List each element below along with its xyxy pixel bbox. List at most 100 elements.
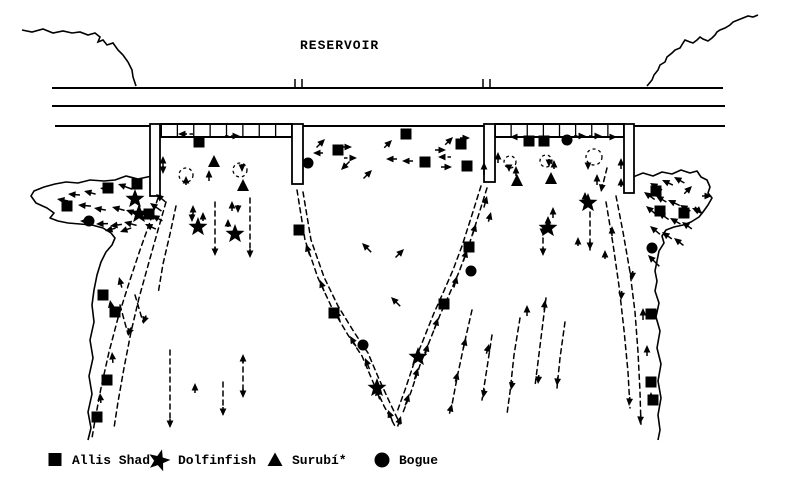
flow-arrow: [545, 159, 553, 167]
shoreline: [646, 14, 759, 87]
flow-arrow: [593, 174, 601, 185]
dam-pier: [483, 123, 496, 183]
allis-shad-marker: [647, 394, 659, 406]
flow-arrow: [441, 163, 452, 171]
flow-arrow: [166, 419, 174, 428]
dolfinfish-marker: [538, 218, 558, 237]
flow-arrow: [589, 132, 602, 140]
streamline: [302, 191, 401, 425]
flow-arrow: [444, 137, 453, 146]
flow-arrow: [494, 152, 502, 163]
flow-arrow: [480, 162, 488, 175]
allis-shad-marker: [645, 308, 657, 320]
eddy-icon: [178, 167, 194, 183]
flow-arrow: [362, 243, 372, 253]
flow-arrow: [470, 224, 477, 236]
flow-arrow: [118, 183, 133, 190]
flow-arrow: [142, 315, 149, 324]
flow-arrow: [438, 153, 451, 161]
flow-arrow: [224, 219, 232, 227]
flow-arrow: [319, 280, 326, 292]
dolfinfish-marker: [408, 347, 428, 366]
flow-arrow: [617, 178, 625, 187]
flow-arrow: [97, 393, 105, 404]
dolfinfish-marker: [125, 189, 145, 208]
allis-shad-marker: [131, 178, 143, 190]
streamline: [615, 195, 642, 427]
flow-arrow: [646, 206, 656, 215]
streamline: [605, 201, 631, 409]
flow-arrow: [403, 394, 410, 406]
bogue-marker: [83, 215, 95, 227]
flow-arrow: [584, 162, 592, 170]
flow-arrow: [574, 237, 582, 246]
allis-shad-marker: [193, 136, 205, 148]
streamline: [119, 304, 129, 335]
flow-arrow: [225, 132, 240, 140]
allis-shad-marker: [523, 135, 535, 147]
flow-arrow: [145, 224, 157, 231]
allis-shad-marker: [419, 156, 431, 168]
flow-arrow: [191, 383, 199, 393]
dam-pier: [291, 123, 304, 185]
bogue-marker: [465, 265, 477, 277]
allis-shad-marker: [101, 374, 113, 386]
flow-arrow: [505, 164, 513, 172]
surubi-marker: [237, 179, 249, 191]
dolfinfish-marker: [367, 378, 387, 397]
flow-arrow: [512, 166, 520, 176]
streamline: [534, 297, 547, 387]
bogue-marker: [302, 157, 314, 169]
flow-arrow: [239, 389, 247, 398]
flow-arrow: [643, 345, 651, 356]
bogue-marker: [357, 339, 369, 351]
allis-shad-marker: [400, 128, 412, 140]
flow-arrow: [110, 221, 122, 229]
flow-arrow: [683, 186, 692, 195]
flow-arrow: [550, 160, 558, 169]
flow-arrow: [637, 414, 645, 424]
streamline: [481, 334, 493, 401]
flow-arrow: [228, 201, 236, 211]
flow-arrow: [674, 238, 684, 246]
allis-shad-marker: [143, 208, 155, 220]
flow-arrow: [238, 164, 246, 172]
allis-shad-marker: [678, 207, 690, 219]
flow-arrow: [618, 290, 626, 300]
flow-arrow: [350, 336, 357, 347]
streamline: [91, 197, 159, 439]
flow-arrow: [451, 276, 459, 288]
allis-shad-marker: [438, 298, 450, 310]
allis-shad-marker: [461, 160, 473, 172]
eddy-icon: [232, 162, 248, 178]
flow-arrow: [386, 155, 397, 163]
right-bank-outline: [632, 169, 713, 441]
flow-arrow: [535, 374, 543, 384]
flow-arrow: [608, 226, 616, 236]
surubi-marker: [545, 172, 557, 184]
flow-arrow: [629, 270, 637, 280]
flow-arrow: [617, 158, 625, 169]
allis-shad-marker: [332, 144, 344, 156]
flow-arrow: [605, 133, 617, 141]
flow-arrow: [412, 368, 420, 380]
flow-arrow: [120, 226, 132, 233]
dolfinfish-marker: [129, 204, 149, 223]
shoreline: [21, 28, 137, 87]
flow-arrow: [84, 189, 96, 197]
flow-arrow: [305, 244, 312, 256]
allis-shad-marker: [102, 182, 114, 194]
bogue-marker: [561, 134, 573, 146]
flow-arrow: [650, 226, 661, 235]
flow-arrow: [483, 344, 491, 354]
flow-arrow: [315, 139, 325, 149]
dam-pier: [623, 123, 635, 194]
flow-arrow: [205, 170, 213, 181]
flow-arrow: [341, 160, 351, 170]
flow-arrow: [656, 196, 667, 203]
flow-arrow: [639, 308, 647, 320]
flow-arrow: [109, 352, 117, 364]
flow-arrow: [540, 300, 548, 311]
flow-arrow: [598, 183, 606, 192]
